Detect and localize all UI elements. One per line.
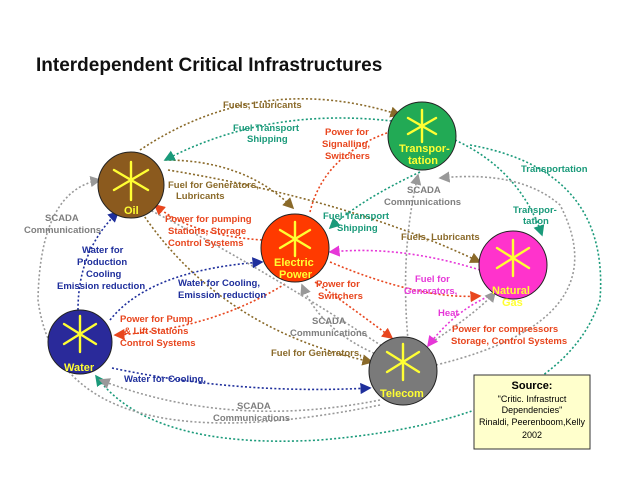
flow-telecom-to-water — [98, 378, 381, 413]
label-water-production-4: Emission reduction — [57, 281, 145, 292]
node-label-water: Water — [64, 362, 95, 374]
label-scada-left-1: SCADA — [45, 213, 79, 224]
label-power-pumping-3: Control Systems — [168, 238, 244, 249]
source-line-1: "Critic. Infrastruct — [498, 394, 567, 404]
label-power-signalling-2: Signalling, — [322, 139, 370, 150]
label-fuel-transport: Fuel Transport — [233, 123, 300, 134]
label-fuel-generators-lubricants: Lubricants — [176, 191, 225, 202]
flow-electric-to-oil — [153, 203, 263, 241]
star-icon — [278, 220, 312, 258]
source-title: Source: — [512, 380, 553, 392]
label-water-cooling-emission-2: Emission reduction — [178, 290, 266, 301]
star-icon — [495, 238, 531, 278]
label-fuel-generators: Fuel for Generators, — [168, 180, 259, 191]
label-water-production-1: Water for — [82, 245, 124, 256]
label-fuel-generators-gas: Generators, — [404, 286, 457, 297]
flow-scada-loop-right — [435, 171, 576, 366]
flow-electric-to-gas — [329, 261, 482, 303]
label-water-cooling-emission-1: Water for Cooling, — [178, 278, 260, 289]
flow-oil-to-transport — [139, 98, 402, 151]
label-fuel-transport-shipping: Shipping — [247, 134, 288, 145]
label-fuels-lubricants-top: Fuels, Lubricants — [223, 100, 302, 111]
node-water: Water — [47, 309, 113, 375]
label-power-compressors-2: Storage, Control Systems — [451, 336, 567, 347]
star-icon — [385, 342, 421, 382]
flow-telecom-to-electric — [300, 283, 379, 356]
flow-electric-to-water — [113, 283, 286, 341]
label-tation: tation — [523, 216, 549, 227]
label-transpor: Transpor- — [513, 205, 557, 216]
node-label-power: Power — [279, 269, 313, 281]
star-icon — [406, 108, 438, 144]
label-scada-center-2: Communications — [290, 328, 367, 339]
label-power-signalling-1: Power for — [325, 127, 369, 138]
node-telecom: Telecom — [368, 336, 438, 406]
label-water-cooling: Water for Cooling, — [124, 374, 206, 385]
label-fuel-generators-telecom: Fuel for Generators, — [271, 348, 362, 359]
flow-oil-to-electric — [164, 159, 295, 210]
node-label-telecom: Telecom — [380, 388, 424, 400]
flow-oil-to-telecom — [139, 209, 374, 366]
flow-transport-to-gas — [454, 139, 545, 237]
label-power-pumping-1: Power for pumping — [165, 214, 252, 225]
source-line-4: 2002 — [522, 430, 542, 440]
label-fuel-transport-mid: Fuel Transport — [323, 211, 390, 222]
flow-water-to-oil — [77, 210, 120, 311]
flow-gas-to-electric — [328, 245, 481, 271]
node-label-oil: Oil — [124, 205, 139, 217]
label-water-production-2: Production — [77, 257, 127, 268]
node-label-electric: Electric — [274, 257, 314, 269]
star-icon — [62, 314, 98, 354]
label-scada-bottom-1: SCADA — [237, 401, 271, 412]
node-transportation: Transpor- tation — [387, 101, 457, 171]
label-power-switchers-1: Power for — [316, 279, 360, 290]
flow-transport-to-electric — [328, 171, 421, 230]
label-power-switchers-2: Switchers — [318, 291, 363, 302]
label-water-production-3: Cooling — [86, 269, 122, 280]
label-fuel-transport-mid-shipping: Shipping — [337, 223, 378, 234]
node-electric-power: Electric Power — [260, 213, 330, 283]
label-power-pump-lift-3: Control Systems — [120, 338, 196, 349]
flow-electric-to-telecom — [314, 281, 394, 339]
label-scada-transport-2: Communications — [384, 197, 461, 208]
flow-oil-to-gas — [167, 169, 482, 263]
label-power-pump-lift-1: Power for Pump — [120, 314, 193, 325]
label-scada-transport-1: SCADA — [407, 185, 441, 196]
label-power-compressors-1: Power for compressors — [452, 324, 558, 335]
label-heat: Heat — [438, 308, 459, 319]
diagram-title: Interdependent Critical Infrastructures — [36, 55, 382, 76]
node-label-transportation-1: Transpor- — [399, 143, 450, 155]
label-transportation: Transportation — [521, 164, 588, 175]
flow-electric-to-transport — [309, 125, 404, 213]
flow-telecom-to-oil — [138, 204, 386, 349]
label-fuels-lubricants-mid: Fuels, Lubricants — [401, 232, 480, 243]
node-natural-gas: Natural Gas — [478, 230, 548, 309]
label-scada-bottom-2: Communications — [213, 413, 290, 424]
label-power-pumping-2: Stations, Storage — [168, 226, 246, 237]
flow-telecom-to-gas — [434, 290, 497, 341]
node-oil: Oil — [97, 151, 165, 219]
star-icon — [112, 160, 150, 202]
node-label-transportation-2: tation — [408, 155, 438, 167]
node-label-gas: Gas — [502, 297, 523, 309]
label-power-pump-lift-2: & Lift Stations — [124, 326, 188, 337]
node-label-natural: Natural — [492, 285, 530, 297]
label-fuel-for: Fuel for — [415, 274, 450, 285]
source-line-3: Rinaldi, Peerenboom,Kelly — [479, 417, 586, 427]
source-line-2: Dependencies" — [502, 405, 563, 415]
label-scada-left-2: Communications — [24, 225, 101, 236]
source-box: Source: "Critic. Infrastruct Dependencie… — [473, 374, 591, 450]
label-scada-center-1: SCADA — [312, 316, 346, 327]
flow-telecom-to-transport — [404, 173, 422, 341]
label-power-signalling-3: Switchers — [325, 151, 370, 162]
